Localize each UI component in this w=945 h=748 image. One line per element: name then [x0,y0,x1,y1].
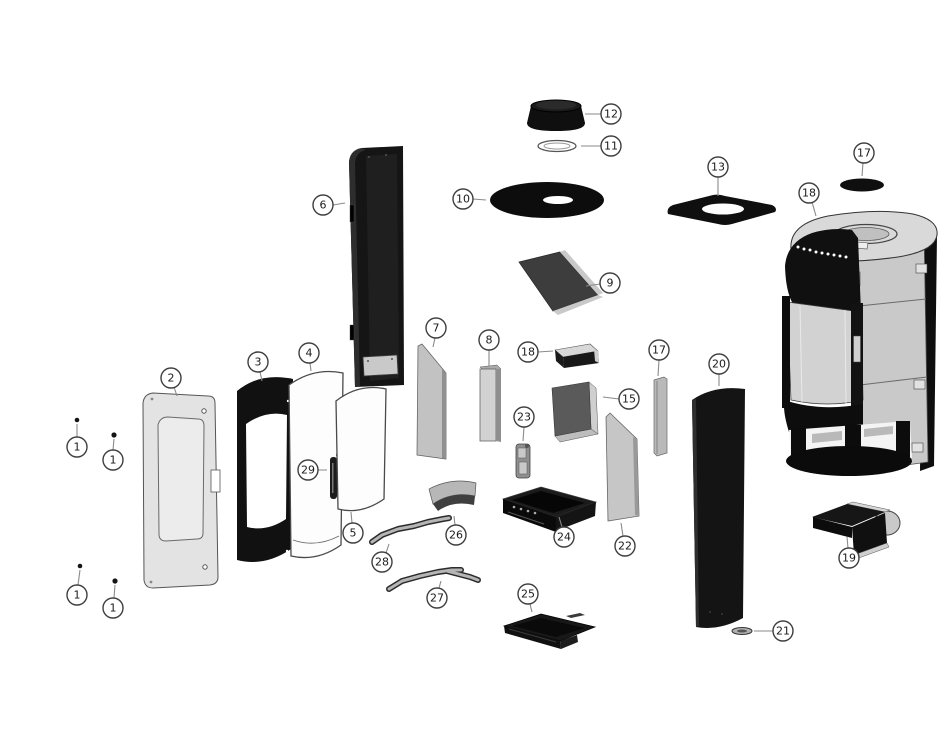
part-rod-tool [369,515,452,545]
part-cover-oval [840,178,884,192]
callout-13: 13 [707,156,729,178]
svg-text:21: 21 [776,625,790,638]
part-door-glass-inner [335,386,387,512]
part-screws [74,417,118,584]
part-brick-right [605,412,640,522]
part-baffle-plate [518,250,603,315]
part-back-brick [551,381,599,443]
part-brick-strip-right [653,376,668,457]
callout-24: 24 [553,526,575,548]
callout-1-screw-b: 1 [102,449,124,471]
part-latch-bracket [515,443,531,479]
callout-18-mid: 18 [517,341,539,363]
svg-text:24: 24 [557,531,571,544]
svg-text:1: 1 [74,589,81,602]
callout-1-screw-c: 1 [66,584,88,606]
svg-text:1: 1 [110,602,117,615]
callout-25: 25 [517,583,539,605]
part-rear-panel [692,388,745,628]
callout-5: 5 [342,522,364,544]
svg-text:19: 19 [842,552,856,565]
svg-text:9: 9 [607,277,614,290]
part-air-deflector [428,480,477,511]
part-top-disc [490,182,604,218]
callout-3: 3 [247,351,269,373]
callout-2: 2 [160,367,182,389]
svg-text:18: 18 [802,187,816,200]
svg-text:8: 8 [486,334,493,347]
svg-text:27: 27 [430,592,444,605]
svg-text:12: 12 [604,108,618,121]
part-brick-strip-left [479,364,502,442]
callout-28: 28 [371,551,393,573]
callout-29: 29 [297,459,319,481]
part-stove-body [782,210,938,476]
svg-text:1: 1 [110,454,117,467]
callout-1-screw-d: 1 [102,597,124,619]
svg-text:3: 3 [255,356,262,369]
svg-text:10: 10 [456,193,470,206]
callout-20: 20 [708,353,730,375]
svg-text:23: 23 [517,411,531,424]
callout-6: 6 [312,194,334,216]
svg-text:13: 13 [711,161,725,174]
part-retainer-bar [554,343,599,368]
svg-text:11: 11 [604,140,618,153]
part-foot-disc [731,627,753,635]
svg-text:7: 7 [433,322,440,335]
callout-26: 26 [445,524,467,546]
svg-text:22: 22 [618,540,632,553]
callout-11: 11 [600,135,622,157]
callout-10: 10 [452,188,474,210]
svg-text:18: 18 [521,346,535,359]
svg-text:1: 1 [74,441,81,454]
callout-15: 15 [618,388,640,410]
callout-9: 9 [599,272,621,294]
callout-23: 23 [513,406,535,428]
callout-18-stove: 18 [798,182,820,204]
svg-text:6: 6 [320,199,327,212]
svg-text:15: 15 [622,393,636,406]
svg-text:17: 17 [652,344,666,357]
callout-1-screw-a: 1 [66,436,88,458]
callout-8: 8 [478,329,500,351]
leader-lines [76,113,864,632]
svg-text:29: 29 [301,464,315,477]
svg-text:20: 20 [712,358,726,371]
part-gasket-ring [537,139,577,153]
part-door-frame [237,377,293,562]
svg-text:25: 25 [521,588,535,601]
callout-12: 12 [600,103,622,125]
part-t-rod-tool [386,567,481,592]
callout-22: 22 [614,535,636,557]
part-flue-collar [527,99,585,131]
part-top-plate [667,194,776,225]
callout-19: 19 [838,547,860,569]
part-pedestal-bracket [812,501,901,560]
callout-7: 7 [425,317,447,339]
callout-17-top: 17 [853,142,875,164]
callout-21: 21 [772,620,794,642]
svg-text:26: 26 [449,529,463,542]
svg-text:28: 28 [375,556,389,569]
svg-text:17: 17 [857,147,871,160]
svg-text:4: 4 [306,347,313,360]
part-grate-tray [501,486,598,532]
part-side-panel-left [142,392,221,589]
svg-text:5: 5 [350,527,357,540]
callout-4: 4 [298,342,320,364]
part-ash-pan [502,613,597,649]
svg-text:2: 2 [168,372,175,385]
part-brick-left [416,343,447,460]
part-rear-heat-shield [349,146,404,387]
callout-17-mid: 17 [648,339,670,361]
callout-27: 27 [426,587,448,609]
